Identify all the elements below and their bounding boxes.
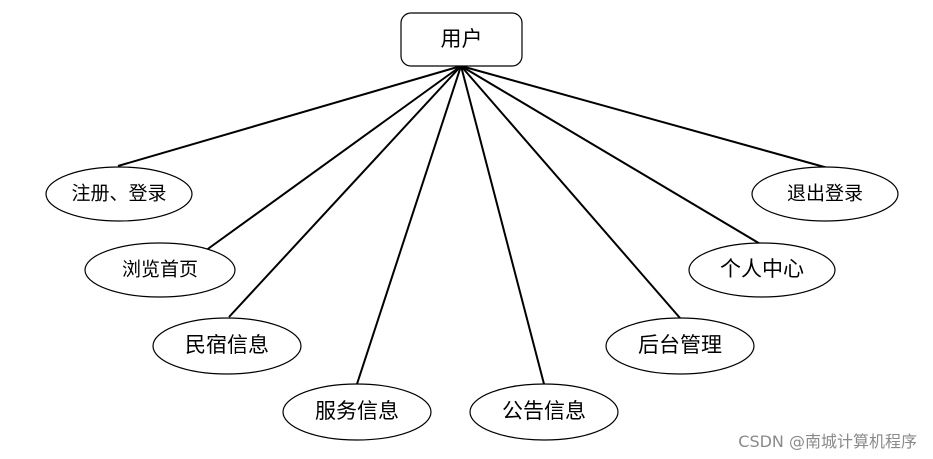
- child-node-ellipse: [751, 166, 899, 222]
- child-node-label: 后台管理: [638, 333, 722, 357]
- connector-line-backend-admin: [460, 65, 681, 319]
- connector-line-register-login: [117, 65, 462, 167]
- child-node-ellipse: [84, 242, 236, 298]
- child-node-browse-home: 浏览首页: [84, 242, 236, 298]
- child-node-label: 退出登录: [787, 183, 863, 205]
- child-node-ellipse: [469, 383, 619, 441]
- child-node-ellipse: [688, 242, 836, 298]
- child-node-label: 注册、登录: [71, 183, 166, 205]
- connector-line-logout: [460, 65, 829, 169]
- root-node-user: 用户: [400, 12, 523, 67]
- connector-line-notice-info: [460, 65, 545, 385]
- child-node-ellipse: [605, 317, 755, 375]
- child-node-ellipse: [152, 317, 302, 375]
- connector-lines: [117, 65, 829, 385]
- child-node-label: 公告信息: [502, 399, 586, 423]
- connector-line-personal-center: [460, 65, 763, 246]
- child-node-logout: 退出登录: [751, 166, 899, 222]
- child-node-personal-center: 个人中心: [688, 242, 836, 298]
- child-node-ellipse: [45, 166, 193, 222]
- root-node-box: [400, 12, 523, 67]
- child-node-label: 个人中心: [720, 257, 804, 281]
- child-node-label: 民宿信息: [185, 333, 269, 357]
- child-node-register-login: 注册、登录: [45, 166, 193, 222]
- root-node-label: 用户: [441, 27, 483, 51]
- child-node-homestay-info: 民宿信息: [152, 317, 302, 375]
- child-node-label: 服务信息: [315, 399, 399, 423]
- child-node-ellipse: [282, 383, 432, 441]
- child-node-backend-admin: 后台管理: [605, 317, 755, 375]
- child-node-notice-info: 公告信息: [469, 383, 619, 441]
- connector-line-browse-home: [204, 65, 462, 252]
- connector-line-service-info: [356, 65, 462, 385]
- child-node-service-info: 服务信息: [282, 383, 432, 441]
- connector-line-homestay-info: [228, 65, 462, 318]
- watermark-text: CSDN @南城计算机程序: [738, 432, 917, 451]
- child-node-label: 浏览首页: [122, 259, 198, 281]
